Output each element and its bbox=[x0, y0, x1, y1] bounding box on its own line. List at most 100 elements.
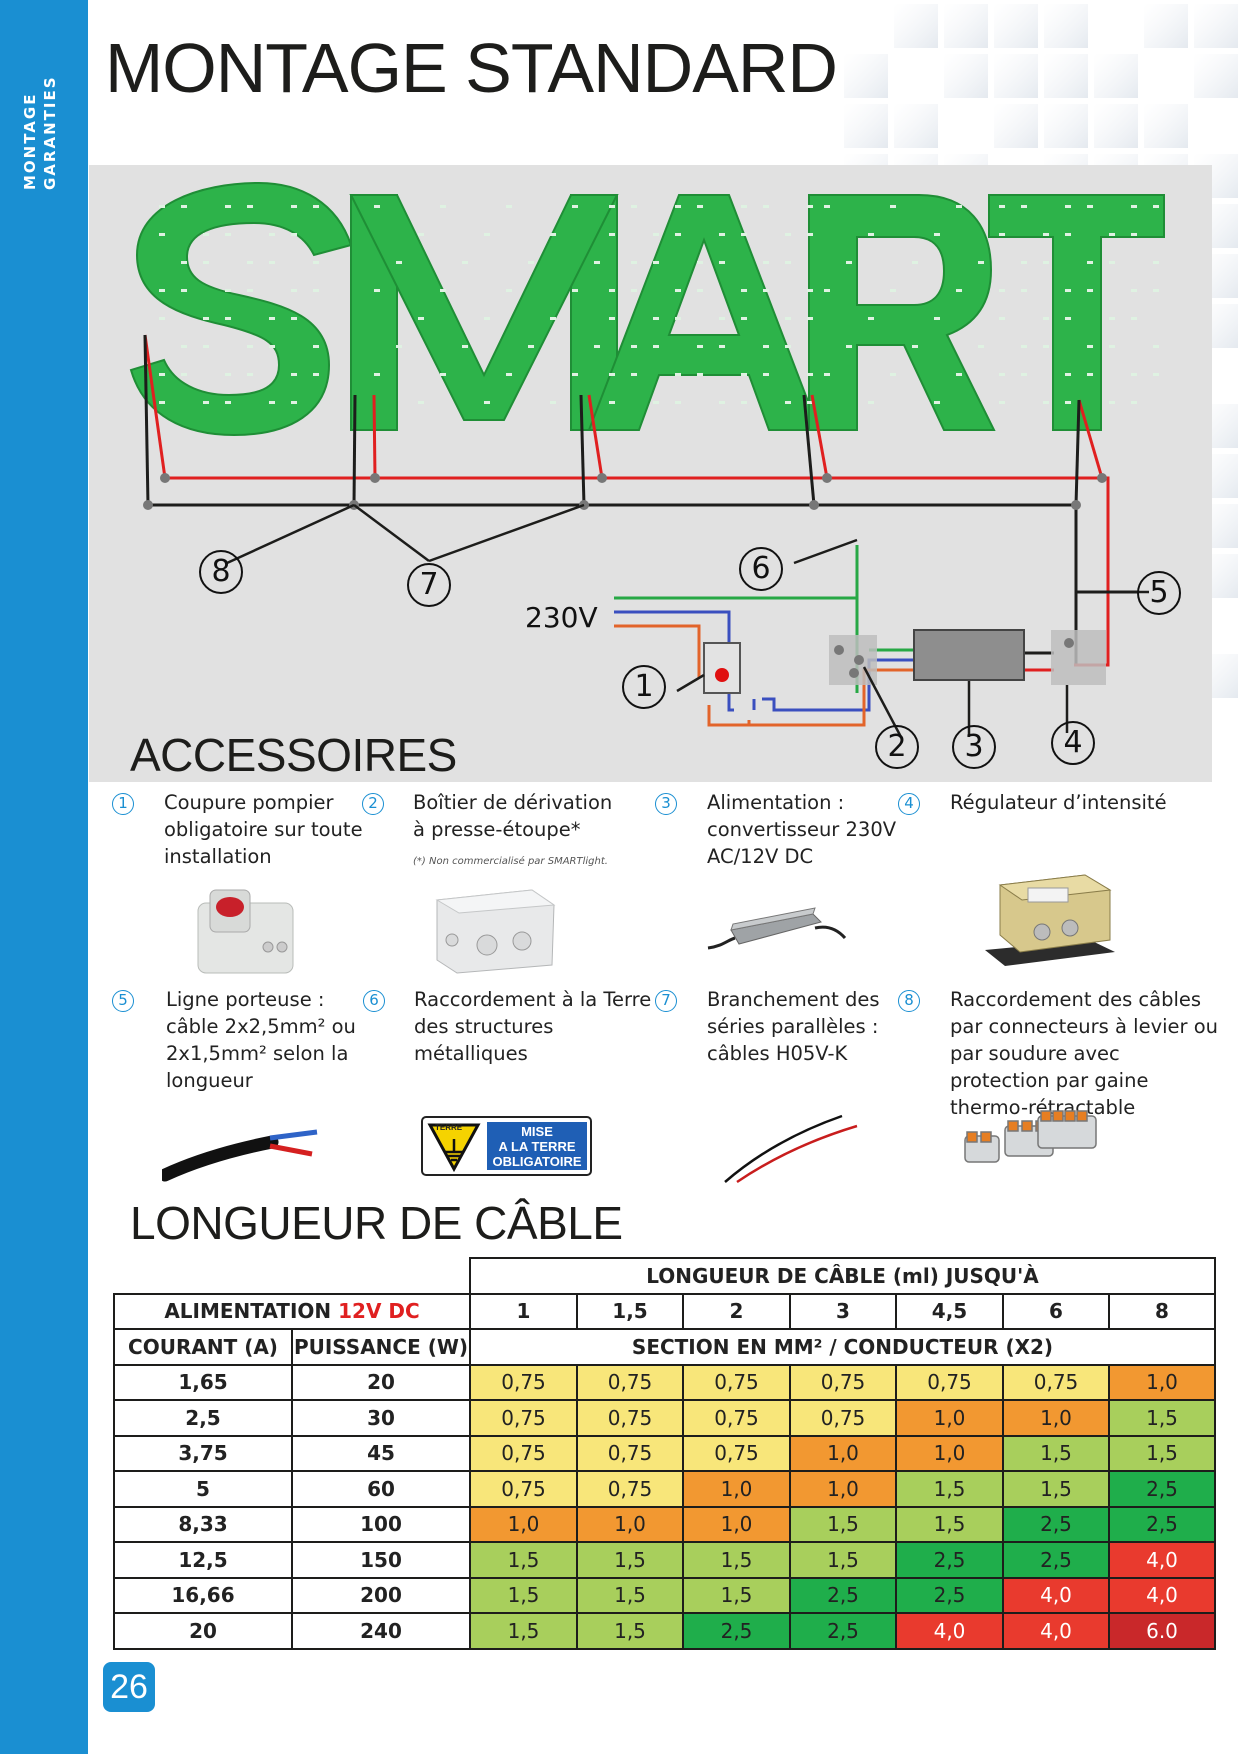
led-dot bbox=[1043, 261, 1049, 264]
section-value-cell: 1,5 bbox=[469, 1541, 578, 1579]
col-courant-header: COURANT (A) bbox=[113, 1328, 293, 1366]
section-value-cell: 0,75 bbox=[1002, 1363, 1110, 1401]
led-dot bbox=[269, 345, 275, 348]
fire-switch-photo bbox=[197, 889, 294, 974]
section-value-cell: 4,0 bbox=[1002, 1576, 1110, 1614]
acc-text-3: Alimentation : convertisseur 230V AC/12V… bbox=[707, 791, 897, 868]
led-dot bbox=[1021, 289, 1027, 292]
section-value-cell: 0,75 bbox=[576, 1470, 684, 1508]
voltage-label: 230V bbox=[525, 601, 598, 634]
led-dot bbox=[697, 261, 703, 264]
section-value-cell: 1,5 bbox=[895, 1470, 1004, 1508]
led-dot bbox=[824, 373, 830, 376]
puissance-cell: 200 bbox=[291, 1576, 471, 1614]
led-dot bbox=[1087, 205, 1093, 208]
led-dot bbox=[1043, 345, 1049, 348]
led-dot bbox=[159, 317, 165, 320]
deco-cell bbox=[1044, 54, 1088, 98]
led-dot bbox=[225, 205, 231, 208]
courant-cell: 2,5 bbox=[113, 1399, 293, 1437]
section-value-cell: 2,5 bbox=[682, 1612, 791, 1650]
led-dot bbox=[807, 317, 813, 320]
led-dot bbox=[159, 401, 165, 404]
section-value-cell: 1,5 bbox=[576, 1612, 684, 1650]
puissance-cell: 150 bbox=[291, 1541, 471, 1579]
section-value-cell: 4,0 bbox=[1108, 1576, 1216, 1614]
led-dot bbox=[763, 205, 769, 208]
deco-cell bbox=[1144, 4, 1188, 48]
acc-text-2: Boîtier de dérivation à presse-étoupe* bbox=[413, 791, 613, 841]
led-dot bbox=[956, 289, 962, 292]
acc-num-8: 8 bbox=[898, 990, 920, 1012]
led-dot bbox=[572, 205, 578, 208]
led-dot bbox=[374, 205, 380, 208]
section-value-cell: 4,0 bbox=[1002, 1612, 1110, 1650]
led-dot bbox=[291, 373, 297, 376]
led-dot bbox=[550, 233, 556, 236]
courant-cell: 1,65 bbox=[113, 1363, 293, 1401]
dimmer-box bbox=[1051, 630, 1106, 685]
led-dot bbox=[1043, 401, 1049, 404]
led-dot bbox=[418, 317, 424, 320]
section-header: SECTION EN MM² / CONDUCTEUR (X2) bbox=[469, 1328, 1216, 1366]
length-header-cell: 1,5 bbox=[576, 1292, 684, 1330]
led-dot bbox=[440, 205, 446, 208]
led-dot bbox=[785, 317, 791, 320]
led-dot bbox=[868, 317, 874, 320]
led-dot bbox=[741, 289, 747, 292]
section-value-cell: 1,0 bbox=[789, 1434, 897, 1472]
led-dot bbox=[1109, 401, 1115, 404]
led-dot bbox=[1043, 317, 1049, 320]
led-dot bbox=[653, 401, 659, 404]
puissance-cell: 30 bbox=[291, 1399, 471, 1437]
led-dot bbox=[631, 205, 637, 208]
section-value-cell: 1,5 bbox=[895, 1505, 1004, 1543]
earth-sign-line3: OBLIGATOIRE bbox=[492, 1154, 582, 1169]
acc-num-2: 2 bbox=[362, 793, 384, 815]
puissance-cell: 45 bbox=[291, 1434, 471, 1472]
led-dot bbox=[741, 373, 747, 376]
led-dot bbox=[978, 261, 984, 264]
length-header-cell: 4,5 bbox=[895, 1292, 1004, 1330]
led-dot bbox=[609, 289, 615, 292]
led-dot bbox=[609, 233, 615, 236]
led-dot bbox=[1065, 401, 1071, 404]
led-dot bbox=[291, 401, 297, 404]
deco-cell bbox=[844, 104, 888, 148]
callout-5: 5 bbox=[1137, 571, 1181, 615]
section-value-cell: 4,0 bbox=[895, 1612, 1004, 1650]
led-dot bbox=[1065, 233, 1071, 236]
section-value-cell: 4,0 bbox=[1108, 1541, 1216, 1579]
led-dot bbox=[956, 373, 962, 376]
alim-label: ALIMENTATION bbox=[164, 1299, 332, 1324]
led-dot bbox=[1021, 373, 1027, 376]
led-dot bbox=[675, 205, 681, 208]
led-dot bbox=[203, 401, 209, 404]
led-dot bbox=[418, 233, 424, 236]
led-dot bbox=[462, 345, 468, 348]
sidebar-label-line1: MONTAGE bbox=[21, 92, 39, 190]
led-dot bbox=[719, 401, 725, 404]
led-dot bbox=[1131, 205, 1137, 208]
led-dot bbox=[890, 373, 896, 376]
led-dot bbox=[484, 317, 490, 320]
led-dot bbox=[763, 261, 769, 264]
section-value-cell: 1,0 bbox=[1108, 1363, 1216, 1401]
acc-num-3: 3 bbox=[655, 793, 677, 815]
letter-s bbox=[129, 181, 353, 437]
led-dot bbox=[247, 373, 253, 376]
led-dot bbox=[1153, 373, 1159, 376]
led-dot bbox=[653, 233, 659, 236]
led-dot bbox=[999, 401, 1005, 404]
acc-text-1: Coupure pompier obligatoire sur toute in… bbox=[164, 791, 363, 868]
callout-2: 2 bbox=[875, 725, 919, 769]
led-dot bbox=[697, 345, 703, 348]
deco-cell bbox=[1094, 54, 1138, 98]
led-dot bbox=[675, 233, 681, 236]
led-dot bbox=[807, 401, 813, 404]
led-dot bbox=[697, 289, 703, 292]
led-dot bbox=[269, 401, 275, 404]
led-dot bbox=[313, 373, 319, 376]
courant-cell: 16,66 bbox=[113, 1576, 293, 1614]
